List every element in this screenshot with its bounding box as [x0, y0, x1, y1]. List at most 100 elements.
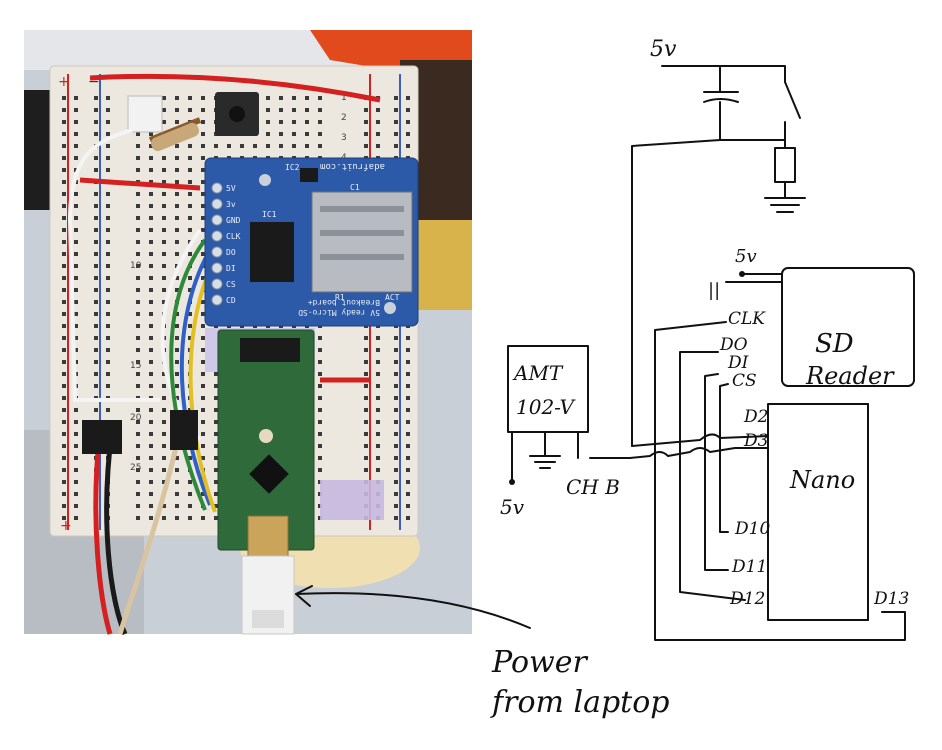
breadboard-hole: [149, 324, 153, 328]
breadboard-hole: [175, 180, 179, 184]
schematic: 5v SD Reader 5v || Nano AMT 102-V 5v CH …: [500, 37, 915, 641]
sd-pin-hole: [211, 230, 223, 242]
breadboard-hole: [406, 144, 410, 148]
breadboard-hole: [376, 372, 380, 376]
breadboard-hole: [162, 120, 166, 124]
breadboard-hole: [62, 336, 66, 340]
breadboard-hole: [201, 132, 205, 136]
breadboard-hole: [364, 468, 368, 472]
breadboard-hole: [188, 192, 192, 196]
breadboard-hole: [201, 156, 205, 160]
breadboard-hole: [106, 96, 110, 100]
sd-pin-hole: [211, 294, 223, 306]
breadboard-hole: [106, 264, 110, 268]
supply-label-amt: 5v: [500, 495, 525, 519]
breadboard-hole: [136, 192, 140, 196]
breadboard-hole: [201, 492, 205, 496]
breadboard-hole: [188, 504, 192, 508]
breadboard-hole: [406, 348, 410, 352]
breadboard-hole: [318, 420, 322, 424]
row-number: 1: [341, 93, 347, 103]
breadboard-hole: [106, 276, 110, 280]
breadboard-hole: [188, 324, 192, 328]
breadboard-hole: [175, 492, 179, 496]
breadboard-hole: [292, 144, 296, 148]
breadboard-hole: [136, 348, 140, 352]
sd-pin-hole: [211, 214, 223, 226]
breadboard-hole: [62, 396, 66, 400]
breadboard-hole: [188, 480, 192, 484]
breadboard-hole: [94, 264, 98, 268]
breadboard-hole: [136, 372, 140, 376]
breadboard-hole: [266, 120, 270, 124]
breadboard-hole: [149, 192, 153, 196]
breadboard-hole: [149, 492, 153, 496]
breadboard-hole: [149, 300, 153, 304]
breadboard-hole: [62, 432, 66, 436]
breadboard-hole: [364, 384, 368, 388]
breadboard-hole: [406, 504, 410, 508]
breadboard-hole: [175, 204, 179, 208]
breadboard-hole: [406, 468, 410, 472]
breadboard-hole: [175, 276, 179, 280]
breadboard-hole: [318, 132, 322, 136]
nano-box: [767, 403, 869, 621]
breadboard-hole: [188, 456, 192, 460]
ic2-label: IC2: [285, 163, 300, 172]
breadboard-hole: [106, 216, 110, 220]
breadboard-hole: [394, 132, 398, 136]
breadboard-hole: [175, 120, 179, 124]
breadboard-hole: [136, 156, 140, 160]
breadboard-hole: [279, 96, 283, 100]
breadboard-hole: [94, 300, 98, 304]
breadboard-hole: [74, 504, 78, 508]
breadboard-hole: [74, 432, 78, 436]
breadboard-hole: [94, 372, 98, 376]
breadboard-hole: [364, 456, 368, 460]
breadboard-hole: [406, 492, 410, 496]
breadboard-hole: [214, 144, 218, 148]
breadboard-hole: [201, 372, 205, 376]
breadboard-hole: [136, 456, 140, 460]
breadboard-hole: [94, 240, 98, 244]
breadboard-hole: [188, 216, 192, 220]
breadboard-hole: [94, 336, 98, 340]
breadboard-hole: [149, 444, 153, 448]
breadboard-hole: [62, 216, 66, 220]
breadboard-hole: [406, 372, 410, 376]
breadboard-hole: [175, 252, 179, 256]
breadboard-hole: [406, 132, 410, 136]
sd-pin-label: CS: [226, 280, 236, 289]
breadboard-hole: [318, 108, 322, 112]
breadboard-hole: [364, 372, 368, 376]
breadboard-hole: [188, 204, 192, 208]
r1-label: R1: [335, 293, 345, 302]
breadboard-hole: [106, 228, 110, 232]
breadboard-hole: [106, 204, 110, 208]
breadboard-hole: [364, 432, 368, 436]
breadboard-hole: [394, 372, 398, 376]
breadboard-hole: [201, 228, 205, 232]
breadboard-hole: [162, 276, 166, 280]
breadboard-hole: [149, 372, 153, 376]
breadboard-hole: [253, 144, 257, 148]
breadboard-hole: [175, 288, 179, 292]
breadboard-hole: [74, 516, 78, 520]
sd-brand: adafruit.com: [320, 161, 385, 171]
breadboard-hole: [188, 144, 192, 148]
breadboard-hole: [162, 156, 166, 160]
breadboard-hole: [201, 192, 205, 196]
chb-label: CH B: [566, 475, 620, 499]
breadboard-hole: [305, 96, 309, 100]
breadboard-hole: [292, 96, 296, 100]
breadboard-hole: [201, 456, 205, 460]
pin-label-d3: D3: [743, 431, 768, 451]
breadboard-hole: [74, 240, 78, 244]
breadboard-hole: [406, 456, 410, 460]
breadboard-hole: [94, 108, 98, 112]
breadboard-hole: [214, 516, 218, 520]
sd-pin-label: DI: [226, 264, 236, 273]
breadboard-hole: [149, 156, 153, 160]
breadboard-hole: [136, 300, 140, 304]
